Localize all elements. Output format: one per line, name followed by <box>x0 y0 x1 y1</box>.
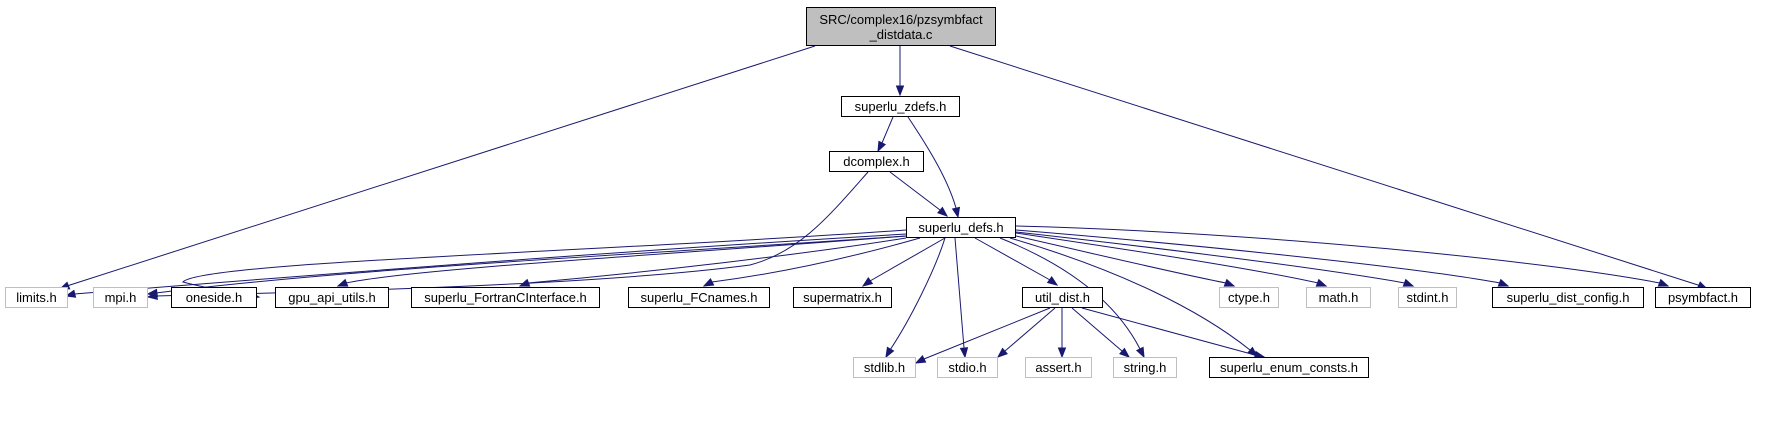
label-mpi: mpi.h <box>104 290 137 305</box>
root-file-line2: _distdata.c <box>869 26 933 42</box>
node-supermatrix[interactable]: supermatrix.h <box>793 287 892 308</box>
label-superlu-fortran-c-interface: superlu_FortranCInterface.h <box>424 290 587 305</box>
label-assert: assert.h <box>1035 360 1082 375</box>
arrowhead-superlu-defs-to-limits <box>64 289 77 298</box>
label-dcomplex: dcomplex.h <box>843 154 910 169</box>
arrowhead-superlu-defs-to-supermatrix <box>861 277 874 287</box>
node-oneside[interactable]: oneside.h <box>171 287 257 308</box>
arrowhead-superlu-defs-to-string <box>1135 346 1145 359</box>
edge-superlu-defs-to-fcnames <box>703 237 921 287</box>
label-oneside: oneside.h <box>185 290 243 305</box>
label-util-dist: util_dist.h <box>1035 290 1090 305</box>
node-superlu-zdefs[interactable]: superlu_zdefs.h <box>841 96 960 117</box>
arrowhead-superlu-defs-to-dist-config <box>1497 278 1510 287</box>
edge-superlu-defs-to-math <box>1015 232 1327 287</box>
edge-superlu-zdefs-to-superlu-defs <box>907 116 959 218</box>
edge-superlu-defs-to-gpu-api-utils <box>337 235 907 287</box>
arrowhead-root-to-superlu-zdefs <box>895 85 905 97</box>
label-limits: limits.h <box>16 290 57 305</box>
label-superlu-defs: superlu_defs.h <box>918 220 1004 235</box>
arrowhead-superlu-defs-to-stdlib <box>885 346 895 359</box>
arrowhead-superlu-zdefs-to-superlu-defs <box>951 206 961 219</box>
node-psymbfact[interactable]: psymbfact.h <box>1655 287 1751 308</box>
node-string: string.h <box>1113 357 1177 378</box>
label-gpu-api-utils: gpu_api_utils.h <box>288 290 376 305</box>
arrowhead-util-dist-to-assert <box>1057 347 1067 359</box>
node-assert: assert.h <box>1025 357 1092 378</box>
node-dcomplex[interactable]: dcomplex.h <box>829 151 924 172</box>
edge-superlu-defs-to-psymbfact <box>1015 225 1669 287</box>
root-file-line1: SRC/complex16/pzsymbfact <box>819 11 983 27</box>
label-ctype: ctype.h <box>1228 290 1270 305</box>
arrowhead-util-dist-to-stdlib <box>914 354 927 364</box>
node-gpu-api-utils[interactable]: gpu_api_utils.h <box>275 287 389 308</box>
edge-superlu-defs-to-stdlib <box>885 237 946 358</box>
arrowhead-dcomplex-to-superlu-defs <box>937 206 949 217</box>
arrowhead-superlu-defs-to-psymbfact <box>1657 278 1670 287</box>
node-stdint: stdint.h <box>1398 287 1457 308</box>
arrowhead-superlu-defs-to-util-dist <box>1046 276 1059 286</box>
label-stdlib: stdlib.h <box>863 360 906 375</box>
node-ctype: ctype.h <box>1219 287 1279 308</box>
label-superlu-enum-consts: superlu_enum_consts.h <box>1219 360 1359 375</box>
arrowhead-superlu-defs-to-stdint <box>1402 278 1415 287</box>
arrowhead-superlu-defs-to-fcnames <box>702 277 715 287</box>
arrowhead-util-dist-to-stdio <box>996 347 1008 358</box>
arrowhead-superlu-defs-to-mpi <box>146 288 158 298</box>
arrowhead-superlu-defs-to-fortran-iface <box>518 278 531 287</box>
label-string: string.h <box>1123 360 1167 375</box>
edge-superlu-defs-to-enum-consts <box>1009 237 1258 357</box>
node-stdio: stdio.h <box>937 357 998 378</box>
edge-superlu-defs-to-dist-config <box>1015 229 1509 287</box>
node-limits: limits.h <box>5 287 68 308</box>
node-math: math.h <box>1306 287 1371 308</box>
arrowhead-superlu-defs-to-math <box>1315 278 1328 287</box>
label-psymbfact: psymbfact.h <box>1667 290 1739 305</box>
label-supermatrix: supermatrix.h <box>803 290 882 305</box>
node-superlu-fcnames[interactable]: superlu_FCnames.h <box>628 287 770 308</box>
node-superlu-fortran-c-interface[interactable]: superlu_FortranCInterface.h <box>411 287 600 308</box>
label-superlu-dist-config: superlu_dist_config.h <box>1506 290 1630 305</box>
arrowhead-superlu-defs-to-ctype <box>1223 278 1236 287</box>
node-superlu-enum-consts[interactable]: superlu_enum_consts.h <box>1209 357 1369 378</box>
edge-dcomplex-to-mpi <box>147 171 869 298</box>
label-superlu-zdefs: superlu_zdefs.h <box>854 99 947 114</box>
arrowhead-util-dist-to-string <box>1119 347 1131 358</box>
arrowhead-superlu-defs-to-stdio <box>959 347 969 359</box>
node-root-file: SRC/complex16/pzsymbfact _distdata.c <box>806 7 996 46</box>
arrowhead-superlu-defs-to-gpu-api-utils <box>336 278 349 287</box>
node-stdlib: stdlib.h <box>853 357 916 378</box>
label-superlu-fcnames: superlu_FCnames.h <box>640 290 758 305</box>
edge-superlu-defs-to-fortran-iface <box>519 237 907 287</box>
node-mpi: mpi.h <box>93 287 148 308</box>
edge-superlu-defs-to-ctype <box>1015 235 1235 287</box>
label-stdio: stdio.h <box>948 360 987 375</box>
label-stdint: stdint.h <box>1406 290 1449 305</box>
edge-superlu-defs-to-stdint <box>1015 231 1414 287</box>
node-util-dist[interactable]: util_dist.h <box>1022 287 1103 308</box>
node-superlu-defs[interactable]: superlu_defs.h <box>906 217 1016 238</box>
edge-superlu-defs-to-mpi <box>147 235 907 295</box>
arrowhead-superlu-zdefs-to-dcomplex <box>877 140 887 153</box>
node-superlu-dist-config[interactable]: superlu_dist_config.h <box>1492 287 1644 308</box>
label-math: math.h <box>1318 290 1359 305</box>
